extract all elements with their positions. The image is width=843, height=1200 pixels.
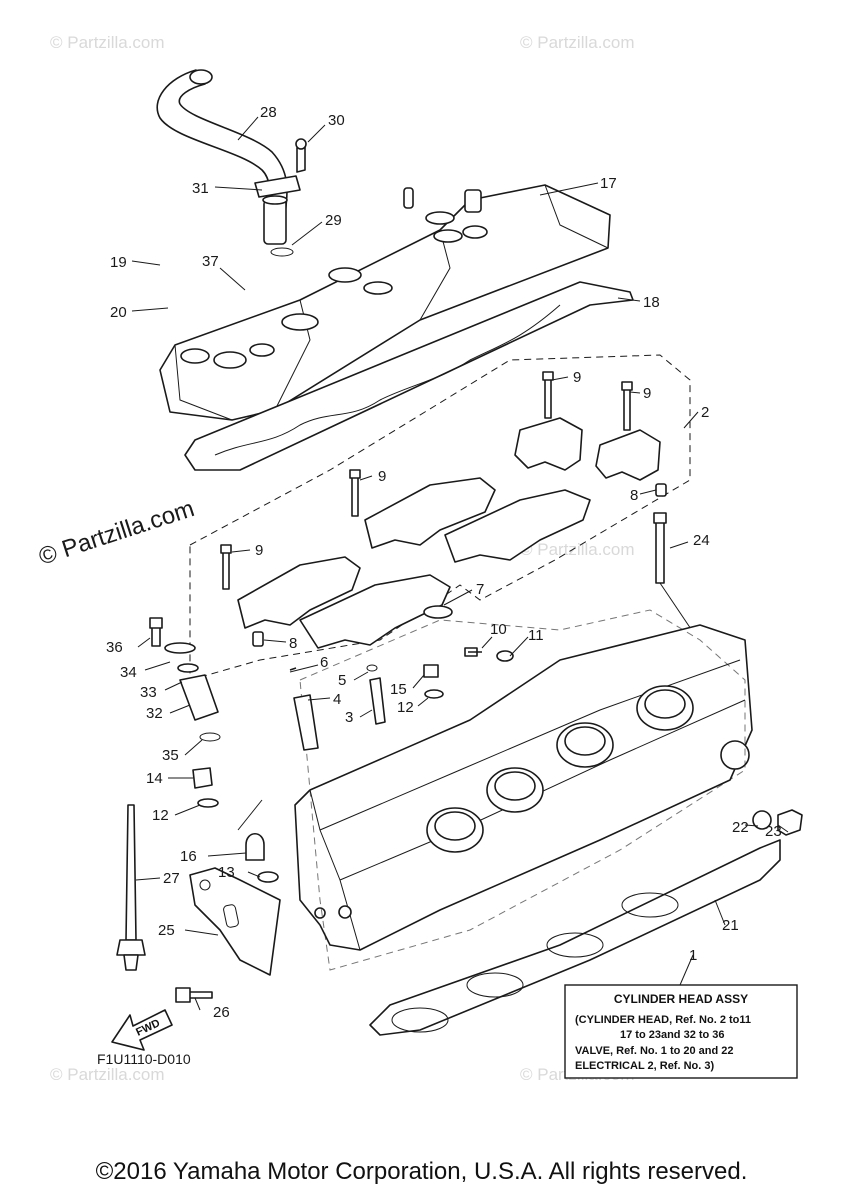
head-group-outline [299,609,746,971]
callout-31: 31 [192,180,209,197]
callout-9a: 9 [573,369,581,386]
cam-cap-group-outline [189,354,691,681]
watermark-center: © Partzilla.com [520,540,635,559]
leader-lines [131,116,789,1011]
assembly-line-1: (CYLINDER HEAD, Ref. No. 2 to11 [575,1014,751,1026]
callout-19: 19 [110,254,127,271]
long-head-bolt [653,512,696,636]
callout-37: 37 [202,253,219,270]
diagram-code: F1U1110-D010 [97,1051,191,1067]
watermark-top-right: © Partzilla.com [520,33,635,52]
camshaft-caps [237,417,661,649]
callout-16: 16 [180,848,197,865]
breather-hose [156,69,307,257]
copyright-notice: ©2016 Yamaha Motor Corporation, U.S.A. A… [95,1158,748,1185]
callout-6: 6 [320,654,328,671]
cylinder-head-diagram: © Partzilla.com © Partzilla.com © Partzi… [36,33,803,1084]
watermark-bottom-left: © Partzilla.com [50,1065,165,1084]
callout-12a: 12 [397,699,414,716]
assembly-info-box: CYLINDER HEAD ASSY (CYLINDER HEAD, Ref. … [564,984,798,1079]
temperature-sensor [116,804,146,971]
cam-cap-bolts [220,371,667,647]
callout-12b: 12 [152,807,169,824]
forward-arrow: FWD [111,1009,173,1051]
callout-8a: 8 [630,487,638,504]
assembly-line-2: 17 to 23and 32 to 36 [620,1029,725,1041]
callout-15: 15 [390,681,407,698]
small-parts [149,605,803,1003]
watermark-main: © Partzilla.com [36,495,198,571]
callout-9b: 9 [643,385,651,402]
callout-20: 20 [110,304,127,321]
callout-27: 27 [163,870,180,887]
callout-17: 17 [600,175,617,192]
callout-14: 14 [146,770,163,787]
callout-4: 4 [333,691,341,708]
callout-18: 18 [643,294,660,311]
callout-8b: 8 [289,635,297,652]
engine-bracket [189,867,281,976]
callout-2: 2 [701,404,709,421]
callout-24: 24 [693,532,710,549]
cylinder-head-gasket [369,839,781,1036]
callout-33: 33 [140,684,157,701]
callout-13: 13 [218,864,235,881]
callout-9c: 9 [378,468,386,485]
callout-32: 32 [146,705,163,722]
callout-labels: 28 30 31 29 17 19 37 20 18 9 9 2 9 8 9 2… [106,104,782,1021]
assembly-title: CYLINDER HEAD ASSY [614,992,748,1006]
callout-11: 11 [528,627,544,644]
watermark-top-left: © Partzilla.com [50,33,165,52]
callout-3: 3 [345,709,353,726]
callout-23: 23 [765,823,782,840]
callout-34: 34 [120,664,137,681]
callout-21: 21 [722,917,739,934]
callout-30: 30 [328,112,345,129]
callout-9d: 9 [255,542,263,559]
callout-35: 35 [162,747,179,764]
callout-5: 5 [338,672,346,689]
callout-7: 7 [476,581,484,598]
assembly-line-4: ELECTRICAL 2, Ref. No. 3) [575,1060,714,1072]
callout-29: 29 [325,212,342,229]
callout-25: 25 [158,922,175,939]
callout-28: 28 [260,104,277,121]
cylinder-head-body [294,624,753,951]
callout-22: 22 [732,819,749,836]
callout-1: 1 [689,947,697,964]
callout-10: 10 [490,621,507,638]
callout-26: 26 [213,1004,230,1021]
cylinder-head-cover [159,184,611,421]
callout-36: 36 [106,639,123,656]
assembly-line-3: VALVE, Ref. No. 1 to 20 and 22 [575,1045,734,1057]
